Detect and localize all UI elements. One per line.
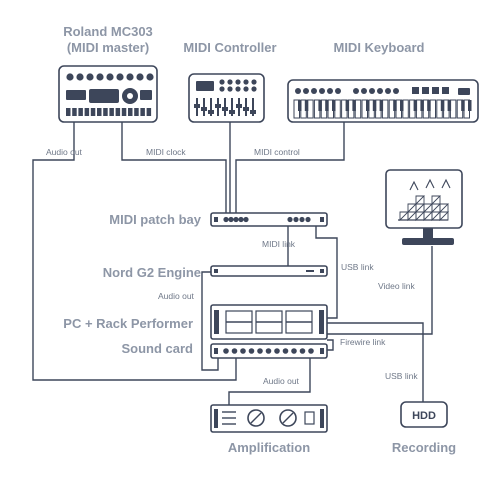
wire-amp-audio-out (228, 358, 311, 405)
label-audio-out-bottom: Audio out (263, 376, 300, 386)
patch-bay-title: MIDI patch bay (109, 212, 202, 227)
pc-rack-title: PC + Rack Performer (63, 316, 193, 331)
controller-title: MIDI Controller (183, 40, 276, 55)
roland-mc303-icon[interactable] (58, 65, 158, 123)
label-usb-link-top: USB link (341, 262, 374, 272)
label-firewire-link: Firewire link (340, 337, 386, 347)
keyboard-title: MIDI Keyboard (333, 40, 424, 55)
amplification-title: Amplification (228, 440, 310, 455)
hdd-icon[interactable]: HDD (400, 401, 448, 428)
wire-midi-control (235, 122, 345, 213)
roland-title: Roland MC303 (63, 24, 153, 39)
midi-controller-icon[interactable] (188, 73, 265, 123)
label-video-link: Video link (378, 281, 415, 291)
wire-nord-audio-out (201, 271, 219, 371)
label-midi-link: MIDI link (262, 239, 296, 249)
label-audio-out-mid: Audio out (158, 291, 195, 301)
label-midi-control: MIDI control (254, 147, 300, 157)
roland-subtitle: (MIDI master) (67, 40, 149, 55)
midi-keyboard-icon[interactable] (287, 79, 479, 123)
recording-title: Recording (392, 440, 456, 455)
hdd-label: HDD (412, 410, 436, 422)
wire-usb-link-top (315, 226, 338, 319)
amplifier-icon[interactable] (210, 404, 328, 433)
wire-firewire-link (327, 339, 334, 351)
nord-g2-engine-icon[interactable] (210, 265, 328, 277)
wire-roland-audio-out (32, 122, 237, 381)
label-audio-out-left: Audio out (46, 147, 83, 157)
monitor-icon[interactable] (385, 169, 463, 245)
sound-card-icon[interactable] (210, 343, 328, 359)
label-usb-link-bottom: USB link (385, 371, 418, 381)
midi-patch-bay-icon[interactable] (210, 212, 328, 227)
wire-video-link (327, 246, 433, 335)
wires (32, 122, 433, 405)
wire-usb-link-bottom (327, 322, 424, 402)
nord-title: Nord G2 Engine (103, 265, 201, 280)
factory-image-icon (398, 178, 451, 222)
wire-midi-clock (121, 122, 227, 213)
label-midi-clock: MIDI clock (146, 147, 186, 157)
sound-card-title: Sound card (121, 341, 193, 356)
pc-rack-icon[interactable] (210, 304, 328, 340)
